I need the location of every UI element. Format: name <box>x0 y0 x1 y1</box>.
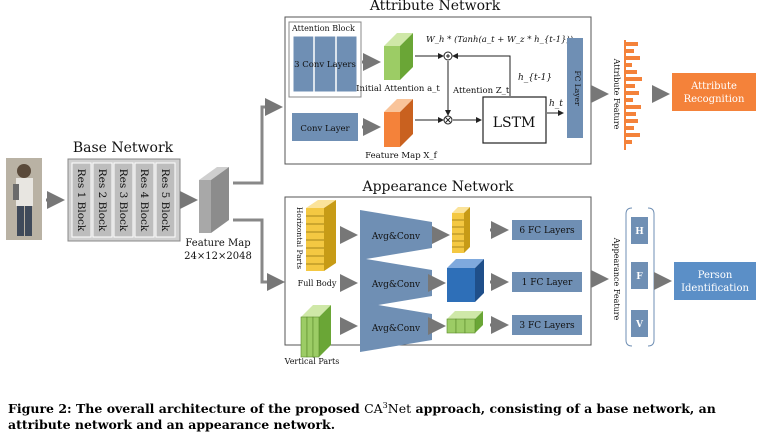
avg-conv-block-2: Avg&Conv <box>360 258 432 308</box>
vertical-parts-label: Vertical Parts <box>284 357 340 366</box>
caption-suffix: approach, consisting of a base network, … <box>8 401 716 433</box>
initial-attention-label: Initial Attention a_t <box>356 84 440 94</box>
res-block-3-label: Res 3 Block <box>117 169 129 232</box>
attribute-feature-label: Attribute Feature <box>612 58 621 130</box>
sum-operator-icon <box>443 51 453 61</box>
attribute-recognition-line2: Recognition <box>684 94 745 105</box>
feature-map-cube <box>199 167 229 233</box>
res-blocks: Res 1 Block Res 2 Block Res 3 Block Res … <box>71 162 176 238</box>
caption-ca: CA <box>364 401 383 417</box>
caption-prefix: Figure 2: The overall architecture of th… <box>8 401 365 417</box>
initial-attention-cube <box>384 33 413 80</box>
fc6-box <box>512 220 582 240</box>
appearance-network-title: Appearance Network <box>361 179 514 195</box>
fc3-label: 3 FC Layers <box>519 321 575 331</box>
attribute-recognition-box <box>672 73 756 111</box>
person-image <box>6 158 42 240</box>
attention-block-label: Attention Block <box>291 24 355 33</box>
arrow-hprev-to-sum <box>452 53 511 96</box>
full-body-label: Full Body <box>298 279 337 288</box>
avg-conv-label-2: Avg&Conv <box>371 280 421 290</box>
h-t-label: h_t <box>549 99 563 109</box>
feature-map-dims: 24×12×2048 <box>184 251 252 262</box>
conv-layer-label: Conv Layer <box>300 124 350 134</box>
fc3-box <box>512 315 582 335</box>
multiply-operator-icon <box>443 115 453 125</box>
avg-conv-label-3: Avg&Conv <box>371 324 421 334</box>
vertical-parts-stack <box>300 305 331 358</box>
three-conv-layers: 3 Conv Layers <box>292 35 358 93</box>
conv-layers-label: 3 Conv Layers <box>294 60 356 70</box>
h-prev-label: h_{t-1} <box>518 73 552 83</box>
feature-map-xf-label: Feature Map X_f <box>365 151 437 161</box>
horizontal-features-cube <box>452 207 470 253</box>
appearance-feature-label: Appearance Feature <box>612 237 621 321</box>
hfv-v-label: V <box>635 320 644 330</box>
horizontal-parts-label: Horizontal Parts <box>295 207 304 269</box>
full-body-features-cube <box>447 259 484 302</box>
fc1-box <box>512 272 582 292</box>
fc1-label: 1 FC Layer <box>522 278 573 288</box>
arrow-to-attribute-network <box>233 98 283 185</box>
res-block-1-label: Res 1 Block <box>75 169 87 232</box>
attribute-network-title: Attribute Network <box>369 0 501 14</box>
hfv-h-label: H <box>635 227 644 237</box>
person-identification-line1: Person <box>698 270 733 281</box>
caption-net: Net <box>387 401 412 417</box>
attention-zt-label: Attention Z_t <box>452 86 510 96</box>
person-identification-line2: Identification <box>681 283 749 294</box>
res-block-2-label: Res 2 Block <box>96 169 108 232</box>
person-identification-box <box>674 262 756 300</box>
res-block-5-label: Res 5 Block <box>159 169 171 232</box>
vertical-features-cube <box>446 311 483 334</box>
feature-map-xf-cube <box>384 99 413 147</box>
hfv-f-label: F <box>636 272 643 282</box>
base-network-title: Base Network <box>73 140 174 156</box>
horizontal-parts-stack <box>306 200 336 271</box>
formula: W_h * (Tanh(a_t + W_z * h_{t-1})) <box>426 34 573 45</box>
res-block-4-label: Res 4 Block <box>138 169 150 232</box>
avg-conv-block-1: Avg&Conv <box>360 210 432 260</box>
lstm-label: LSTM <box>493 115 536 131</box>
lstm-box <box>482 96 547 144</box>
hfv-bracket <box>625 207 655 347</box>
fc-layer-bar <box>567 38 583 138</box>
fc6-label: 6 FC Layers <box>519 226 575 236</box>
conv-layer-box <box>292 113 358 141</box>
arrow-to-appearance-network <box>233 218 285 291</box>
caption-sup: 3 <box>382 401 388 410</box>
figure-caption: Figure 2: The overall architecture of th… <box>8 398 764 433</box>
avg-conv-label-1: Avg&Conv <box>371 232 421 242</box>
avg-conv-block-3: Avg&Conv <box>360 302 432 352</box>
attribute-recognition-line1: Attribute <box>690 81 737 92</box>
fc-layer-label: FC Layer <box>573 70 582 105</box>
attribute-feature-bars <box>624 40 642 150</box>
feature-map-label: Feature Map <box>185 238 250 249</box>
